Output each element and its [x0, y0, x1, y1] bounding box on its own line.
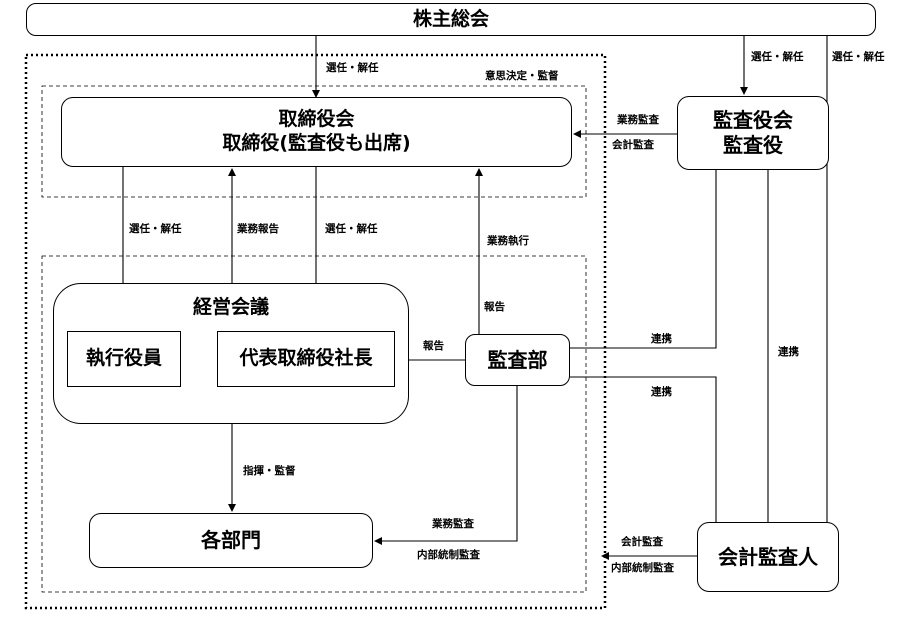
- label-appoint-exec: 選任・解任: [129, 223, 182, 235]
- accounting-auditor-label: 会計監査人: [718, 544, 818, 569]
- audit-board-title: 監査役会: [713, 108, 793, 132]
- label-accounting-audit-acct: 会計監査: [621, 536, 663, 548]
- label-business-audit-dept: 業務監査: [432, 518, 474, 530]
- management-meeting-label: 経営会議: [192, 296, 269, 318]
- label-report-board: 報告: [484, 301, 505, 313]
- execution-region: [41, 255, 587, 593]
- label-cooperation-auditboard-acct: 連携: [778, 346, 799, 358]
- audit-dept-label: 監査部: [487, 347, 548, 372]
- accounting-auditor-box: 会計監査人: [697, 522, 839, 592]
- arrow-auditdept-departments: [374, 386, 518, 545]
- company-boundary: [24, 53, 607, 610]
- decision-region-label: 意思決定・監督: [485, 70, 559, 82]
- decision-region: [41, 85, 587, 198]
- label-appoint-audit: 選任・解任: [751, 51, 804, 63]
- label-appoint-board: 選任・解任: [326, 62, 379, 74]
- departments-box: 各部門: [89, 513, 373, 568]
- board-box: 取締役会 取締役(監査役も出席): [61, 97, 572, 167]
- label-business-audit-board: 業務監査: [617, 114, 659, 126]
- executive-officers-label: 執行役員: [85, 347, 162, 370]
- audit-dept-box: 監査部: [465, 334, 570, 386]
- label-business-report: 業務報告: [237, 223, 279, 235]
- line-auditdept-accountant: [570, 376, 717, 522]
- president-box: 代表取締役社長: [217, 331, 395, 387]
- label-appoint-acct: 選任・解任: [832, 51, 885, 63]
- audit-board-subtitle: 監査役: [723, 133, 783, 157]
- executive-officers-box: 執行役員: [67, 331, 181, 387]
- label-cooperation-auditdept: 連携: [651, 333, 672, 345]
- line-auditboard-auditdept: [570, 170, 717, 349]
- departments-label: 各部門: [201, 528, 261, 552]
- president-label: 代表取締役社長: [239, 347, 373, 370]
- audit-board-box: 監査役会 監査役: [677, 96, 829, 170]
- label-appoint-pres: 選任・解任: [325, 223, 378, 235]
- label-accounting-audit-board: 会計監査: [612, 139, 654, 151]
- shareholders-meeting-box: 株主総会: [26, 3, 876, 36]
- shareholders-meeting-label: 株主総会: [412, 7, 489, 30]
- board-title: 取締役会: [278, 108, 355, 131]
- label-direction-supervision: 指揮・監督: [243, 465, 296, 477]
- label-business-execution: 業務執行: [487, 235, 529, 247]
- label-internal-control-acct: 内部統制監査: [611, 562, 674, 574]
- board-subtitle: 取締役(監査役も出席): [222, 132, 411, 154]
- label-cooperation-acct-dept: 連携: [651, 386, 672, 398]
- label-report-president: 報告: [423, 340, 444, 352]
- label-internal-control-dept: 内部統制監査: [417, 549, 480, 561]
